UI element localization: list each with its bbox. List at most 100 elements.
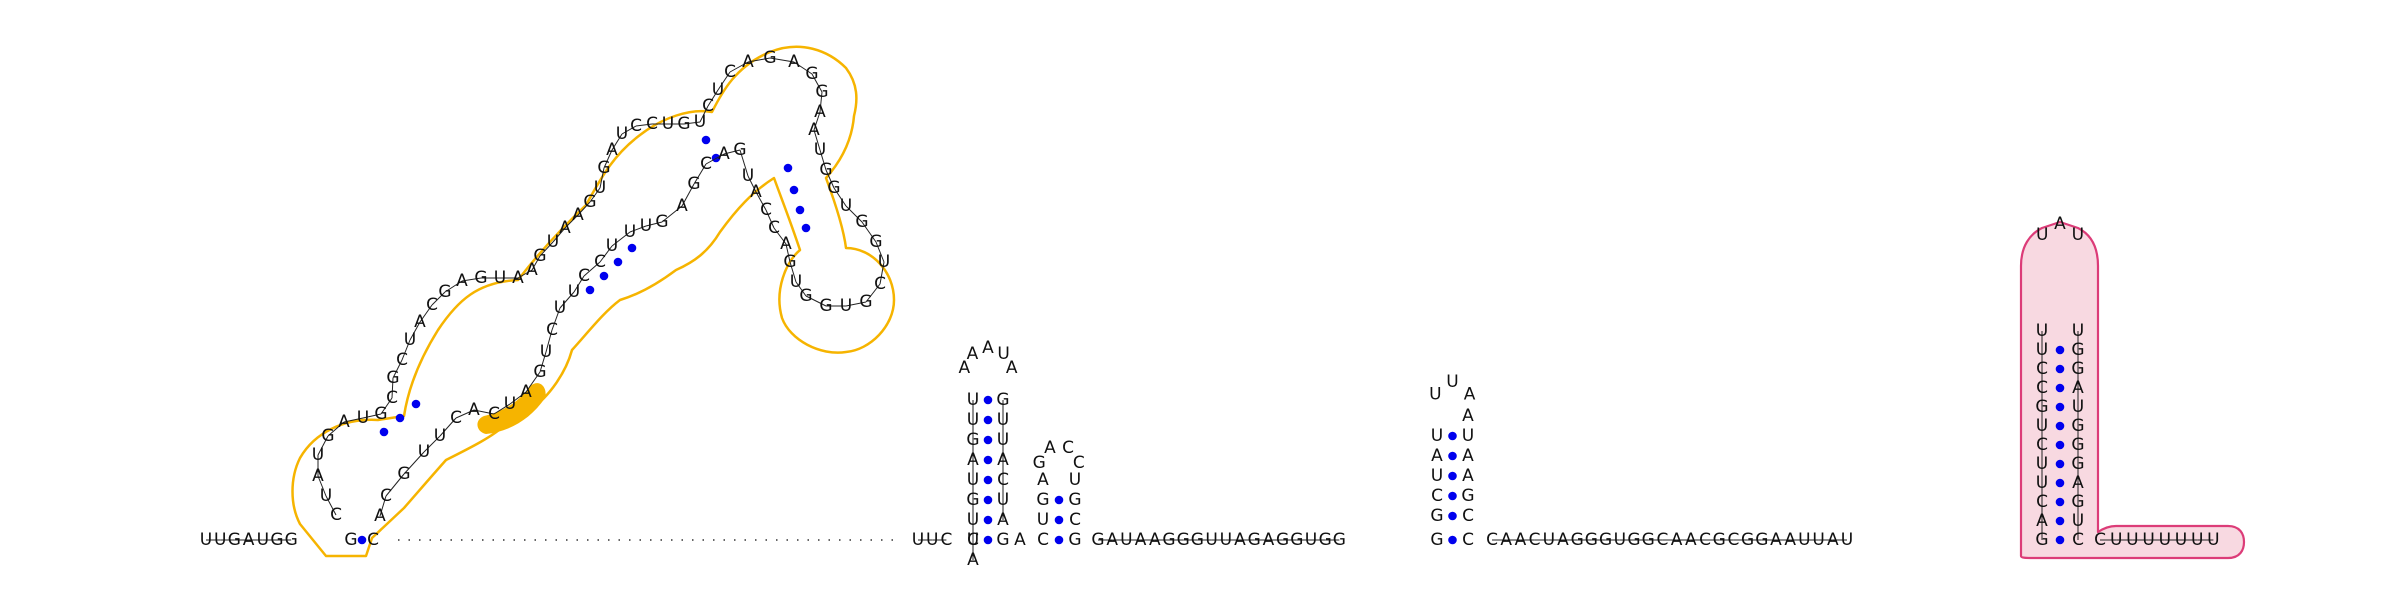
base-pair-dot [983, 475, 993, 485]
linker-nucleotide: A [1827, 530, 1839, 550]
hairpin3-nucleotide: A [1462, 446, 1474, 466]
base-pair-dot [599, 271, 609, 281]
linker-nucleotide: U [1305, 530, 1317, 550]
linker-nucleotide: G [1177, 530, 1190, 550]
base-pair-dot [983, 415, 993, 425]
base-pair-dot [1448, 491, 1457, 501]
linker-nucleotide: G [1333, 530, 1346, 550]
base-pair-dot [2055, 383, 2065, 393]
gold-domain-nucleotide: C [386, 388, 398, 408]
gold-domain-nucleotide: U [712, 80, 724, 100]
hairpin2-nucleotide: G [1036, 490, 1049, 510]
hairpin2-nucleotide: A [1014, 530, 1026, 550]
backbone-link [629, 225, 647, 233]
hairpin4-nucleotide: U [2036, 454, 2048, 474]
backbone-link [431, 291, 446, 306]
base-pair-dot [1448, 451, 1457, 461]
gold-domain-nucleotide: G [763, 48, 776, 68]
base-pair-dot [613, 257, 623, 267]
base-pair-dot [983, 495, 993, 505]
backbone-link [707, 89, 719, 107]
gold-domain-nucleotide: U [418, 442, 430, 462]
base-pair-dot [1448, 535, 1457, 545]
backbone-link [599, 167, 605, 189]
hairpin2-nucleotide: C [1037, 530, 1049, 550]
pink-domain-annotation [2019, 220, 2246, 560]
hairpin1-nucleotide: U [967, 530, 979, 550]
gold-domain-outline [291, 45, 896, 558]
hairpin1-nucleotide: G [996, 530, 1009, 550]
hairpin3-nucleotide: C [1462, 530, 1474, 550]
linker-nucleotide: U [1841, 530, 1853, 550]
hairpin4-nucleotide: A [2036, 511, 2048, 531]
linker-nucleotide: G [1276, 530, 1289, 550]
backbone-link [455, 409, 475, 419]
linker-nucleotide: U [1798, 530, 1810, 550]
backbone-link [362, 413, 382, 419]
backbone-link [819, 149, 827, 171]
linker-nucleotide: A [1784, 530, 1796, 550]
tail-nucleotide: U [2142, 530, 2154, 550]
gold-domain-nucleotide: G [799, 286, 812, 306]
gold-domain-nucleotide: C [702, 96, 714, 116]
backbone-link [403, 451, 425, 475]
backbone-link [845, 205, 863, 223]
backbone-link [392, 359, 403, 379]
gold-domain-nucleotide: C [367, 530, 379, 550]
linker-nucleotide: U [912, 530, 924, 550]
leader-nucleotide: G [270, 530, 283, 550]
backbone-link [552, 227, 566, 243]
backbone-link [551, 307, 561, 331]
hairpin4-nucleotide: G [2035, 397, 2048, 417]
backbone-link [409, 321, 421, 341]
backbone-link [423, 435, 441, 453]
base-pair-dot [2055, 364, 2065, 374]
hairpin4-nucleotide: G [2071, 340, 2084, 360]
backbone-link [661, 205, 683, 223]
gold-domain-nucleotide: U [742, 166, 754, 186]
gold-domain-nucleotide: U [694, 112, 706, 132]
hairpin4-nucleotide: G [2071, 359, 2084, 379]
base-pair-dot [983, 455, 993, 465]
gold-domain-nucleotide: A [742, 52, 754, 72]
gold-domain-nucleotide: G [583, 192, 596, 212]
hairpin3-nucleotide: G [1461, 486, 1474, 506]
gold-domain-nucleotide: U [312, 445, 324, 465]
leader-nucleotide: U [200, 530, 212, 550]
gold-domain-nucleotide: U [434, 426, 446, 446]
hairpin4-nucleotide: C [2036, 435, 2048, 455]
hairpin4-nucleotide: C [2036, 359, 2048, 379]
hairpin1-nucleotide: G [966, 490, 979, 510]
gold-domain-nucleotide: A [606, 140, 618, 160]
gold-domain-nucleotide: U [790, 272, 802, 292]
leader-nucleotide: A [243, 530, 255, 550]
gold-domain-nucleotide: G [438, 282, 451, 302]
hairpin4-nucleotide: U [2036, 321, 2048, 341]
linker-nucleotide: A [1106, 530, 1118, 550]
linker-nucleotide: C [1699, 530, 1711, 550]
backbone-link [717, 71, 731, 91]
tail-nucleotide: U [2110, 530, 2122, 550]
linker-nucleotide: G [1571, 530, 1584, 550]
leader-nucleotide: G [228, 530, 241, 550]
backbone-link [681, 183, 695, 207]
gold-domain-nucleotide: C [700, 154, 712, 174]
backbone-link [517, 269, 533, 279]
hairpin2-nucleotide: C [1069, 510, 1081, 530]
backbone-link [723, 149, 741, 155]
gold-domain-nucleotide: A [526, 260, 538, 280]
linker-nucleotide: G [1191, 530, 1204, 550]
base-pair-dot [801, 223, 811, 233]
hairpin1-loop-nucleotide: A [982, 338, 994, 358]
linker-nucleotide: U [1812, 530, 1824, 550]
hairpin2-nucleotide: G [1068, 490, 1081, 510]
hairpin2-loop-nucleotide: C [1062, 438, 1074, 458]
tail-nucleotide: U [2159, 530, 2171, 550]
backbone-link [539, 241, 554, 257]
hairpin4-nucleotide: U [2036, 416, 2048, 436]
gold-domain-nucleotide: G [533, 246, 546, 266]
backbone-link [583, 261, 601, 277]
hairpin3-nucleotide: A [1431, 446, 1443, 466]
backbone-link [525, 371, 541, 393]
backbone-link [729, 61, 749, 73]
